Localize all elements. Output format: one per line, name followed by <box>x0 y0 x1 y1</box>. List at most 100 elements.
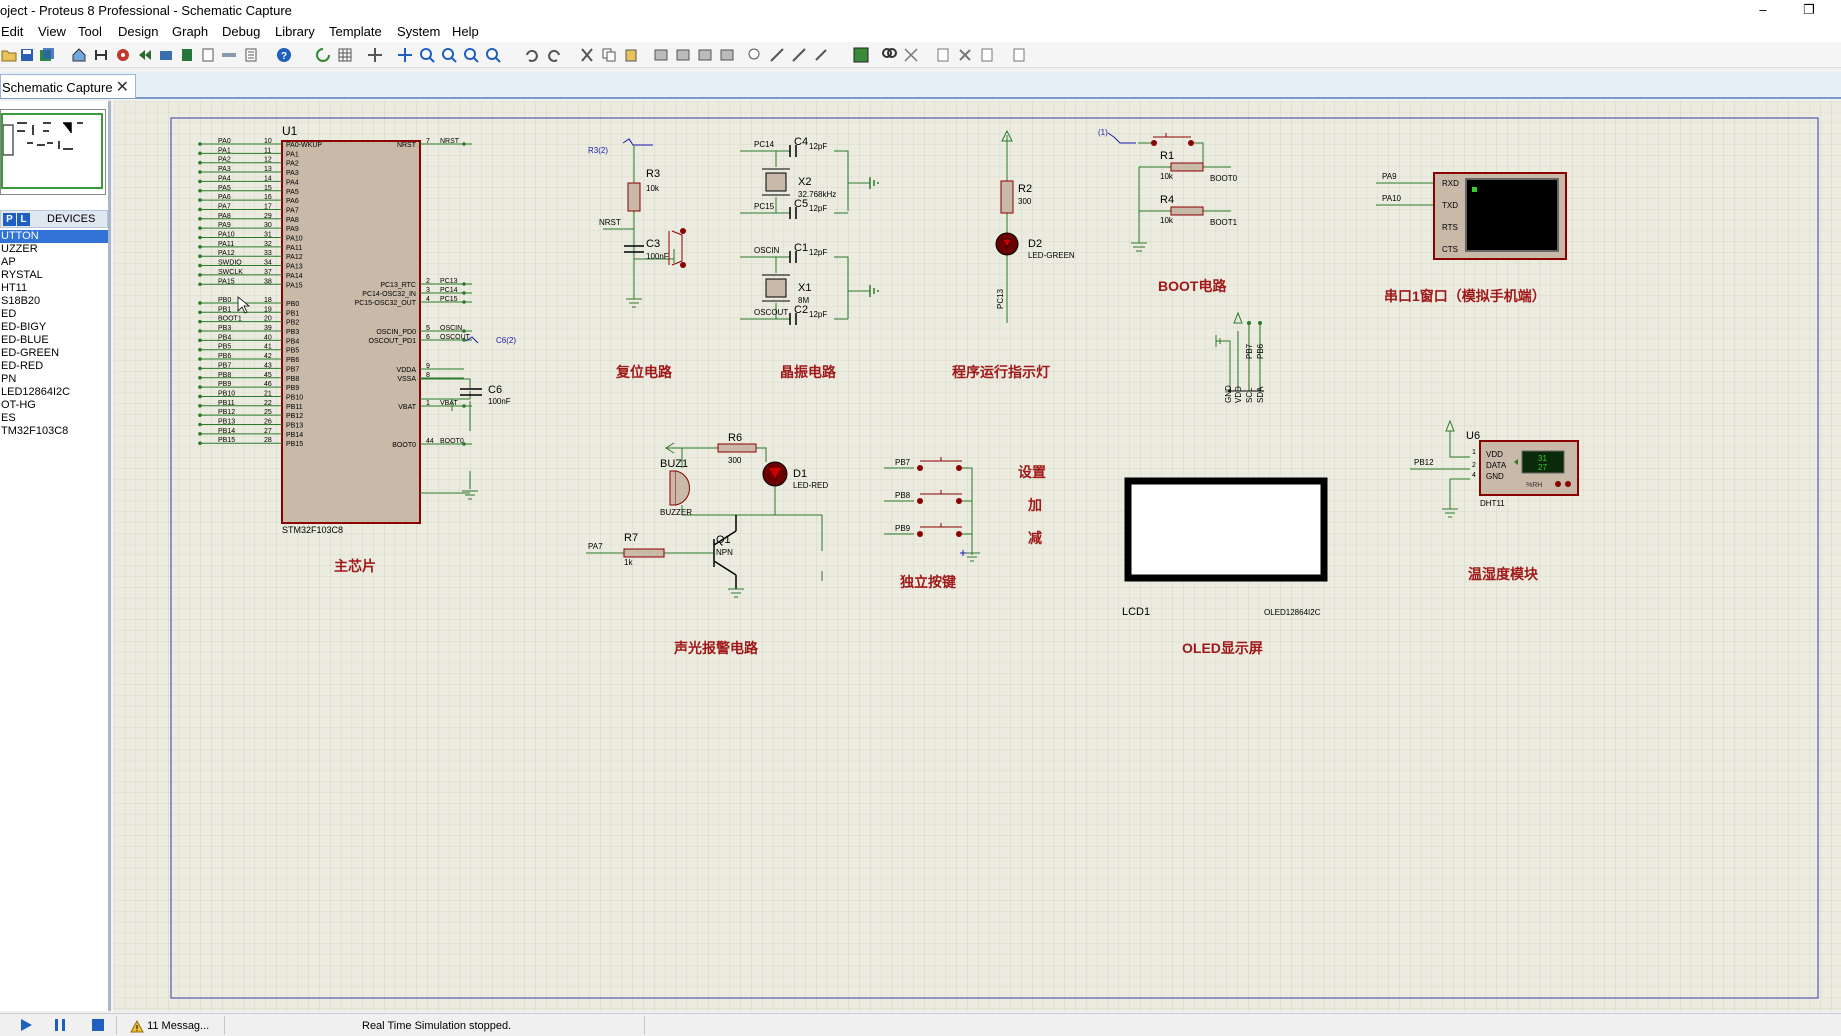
menu-tool[interactable]: Tool <box>78 24 102 39</box>
save-all-icon[interactable] <box>38 46 56 64</box>
bom-icon[interactable] <box>199 46 217 64</box>
home-icon[interactable] <box>70 46 88 64</box>
stop-icon[interactable] <box>90 1017 106 1033</box>
restore-button[interactable]: ❐ <box>1803 2 1815 17</box>
uart-terminal[interactable]: PA9 PA10 RXD TXD RTS CTS 串口1窗口（模拟手机端） <box>1376 172 1567 304</box>
mcu-left-pin-name: PB2 <box>286 320 299 327</box>
menu-edit[interactable]: Edit <box>1 24 24 39</box>
device-list-item[interactable]: AP <box>1 256 16 268</box>
device-list-item[interactable]: ED-RED <box>1 360 44 372</box>
d1-ref: D1 <box>793 468 807 480</box>
overview-preview[interactable] <box>0 109 106 195</box>
library-manager-button[interactable]: L <box>17 213 30 226</box>
device-list-item[interactable]: ED <box>1 308 17 320</box>
keys-circuit[interactable]: PB7 PB8 PB9 设置 加 减 独立按键 <box>884 457 1046 590</box>
goto-sheet-icon[interactable] <box>978 46 996 64</box>
reset-circuit[interactable]: R3(2) R3 10k C3 100nF NRST 复位电路 <box>588 138 686 380</box>
make-device-icon[interactable] <box>768 46 786 64</box>
device-list-item[interactable]: UTTON <box>0 230 108 243</box>
netlist-icon[interactable] <box>1010 46 1028 64</box>
menu-system[interactable]: System <box>397 24 441 39</box>
new-sheet-icon[interactable] <box>934 46 952 64</box>
menu-library[interactable]: Library <box>275 24 315 39</box>
play-icon[interactable] <box>18 1017 34 1033</box>
device-list-item[interactable]: ED-BIGY <box>1 321 47 333</box>
device-list-item[interactable]: ED-BLUE <box>1 334 49 346</box>
zoom-all-icon[interactable] <box>462 46 480 64</box>
design-explorer-icon[interactable] <box>220 46 238 64</box>
back-icon[interactable] <box>135 46 153 64</box>
device-list-item[interactable]: S18B20 <box>1 295 41 307</box>
gerber-icon[interactable] <box>178 46 196 64</box>
decompose-icon[interactable] <box>812 46 830 64</box>
copy-icon[interactable] <box>600 46 618 64</box>
menu-graph[interactable]: Graph <box>172 24 209 39</box>
pcb-icon[interactable] <box>114 46 132 64</box>
notes-icon[interactable] <box>242 46 260 64</box>
wire-autorouter-icon[interactable] <box>852 46 870 64</box>
device-list-item[interactable]: UZZER <box>1 243 38 255</box>
crystal-circuit[interactable]: C4 12pF C5 12pF C1 12pF C2 12pF X2 32.76… <box>740 136 879 380</box>
paste-icon[interactable] <box>622 46 640 64</box>
mcu-pin-end <box>198 160 202 165</box>
cut-icon[interactable] <box>578 46 596 64</box>
run-indicator-circuit[interactable]: R2 300 D2 LED-GREEN PC13 程序运行指示灯 <box>952 129 1075 380</box>
origin-icon[interactable] <box>366 46 384 64</box>
schematic-icon[interactable] <box>92 46 110 64</box>
menu-view[interactable]: View <box>38 24 66 39</box>
open-icon[interactable] <box>0 46 18 64</box>
block-delete-icon[interactable] <box>718 46 736 64</box>
property-assign-icon[interactable] <box>902 46 920 64</box>
close-icon[interactable]: ✕ <box>115 79 129 96</box>
packaging-icon[interactable] <box>790 46 808 64</box>
oled-display[interactable]: GND VDD SCL SDA PB7 PB6 LCD1 OLED12864I2… <box>1122 311 1328 656</box>
undo-icon[interactable] <box>522 46 540 64</box>
refresh-icon[interactable] <box>314 46 332 64</box>
remove-sheet-icon[interactable] <box>956 46 974 64</box>
overview-viewport[interactable] <box>1 113 103 189</box>
pick-device-icon[interactable] <box>746 46 764 64</box>
device-list-item[interactable]: LED12864I2C <box>1 386 71 398</box>
boot-circuit[interactable]: (1) R1 10k R4 10k BOOT0 BOOT1 BOOT电路 <box>1098 128 1238 294</box>
zoom-in-icon[interactable] <box>418 46 436 64</box>
device-list-item[interactable]: HT11 <box>1 282 28 294</box>
pick-device-button[interactable]: P <box>3 213 16 226</box>
search-icon[interactable] <box>880 46 898 64</box>
pan-icon[interactable] <box>396 46 414 64</box>
messages-indicator[interactable]: 11 Messag... <box>130 1017 220 1035</box>
menu-help[interactable]: Help <box>452 24 479 39</box>
dht11-sensor[interactable]: U6 DHT11 PB12 1 2 4 VDD DATA GND 31 27 %… <box>1410 419 1579 582</box>
alarm-circuit[interactable]: R6 300 D1 LED-RED BUZ1 BUZZER R7 1k Q1 N… <box>586 432 828 656</box>
menu-debug[interactable]: Debug <box>222 24 261 39</box>
device-list-item[interactable]: ED-GREEN <box>1 347 60 359</box>
save-icon[interactable] <box>18 46 36 64</box>
uart-pin-rxd: RXD <box>1442 179 1459 188</box>
boot-probe[interactable]: (1) <box>1098 128 1108 137</box>
menu-template[interactable]: Template <box>329 24 382 39</box>
device-list-item[interactable]: TM32F103C8 <box>1 425 69 437</box>
help-icon[interactable]: ? <box>275 46 293 64</box>
block-rotate-icon[interactable] <box>696 46 714 64</box>
pause-icon[interactable] <box>52 1017 68 1033</box>
device-list-item[interactable]: PN <box>1 373 17 385</box>
dht-part: DHT11 <box>1480 499 1505 508</box>
c6-probe[interactable]: C6(2) <box>496 336 516 345</box>
zoom-out-icon[interactable] <box>440 46 458 64</box>
minimize-button[interactable]: – <box>1759 2 1767 17</box>
tab-schematic-capture[interactable]: Schematic Capture ✕ <box>0 74 136 98</box>
zoom-area-icon[interactable] <box>484 46 502 64</box>
block-copy-icon[interactable] <box>652 46 670 64</box>
reset-probe[interactable]: R3(2) <box>588 146 608 155</box>
block-move-icon[interactable] <box>674 46 692 64</box>
3d-icon[interactable] <box>157 46 175 64</box>
grid-icon[interactable] <box>336 46 354 64</box>
device-list-item[interactable]: ES <box>1 412 16 424</box>
redo-icon[interactable] <box>546 46 564 64</box>
device-list-item[interactable]: RYSTAL <box>1 269 43 281</box>
menu-design[interactable]: Design <box>118 24 159 39</box>
device-list-item[interactable]: OT-HG <box>1 399 36 411</box>
